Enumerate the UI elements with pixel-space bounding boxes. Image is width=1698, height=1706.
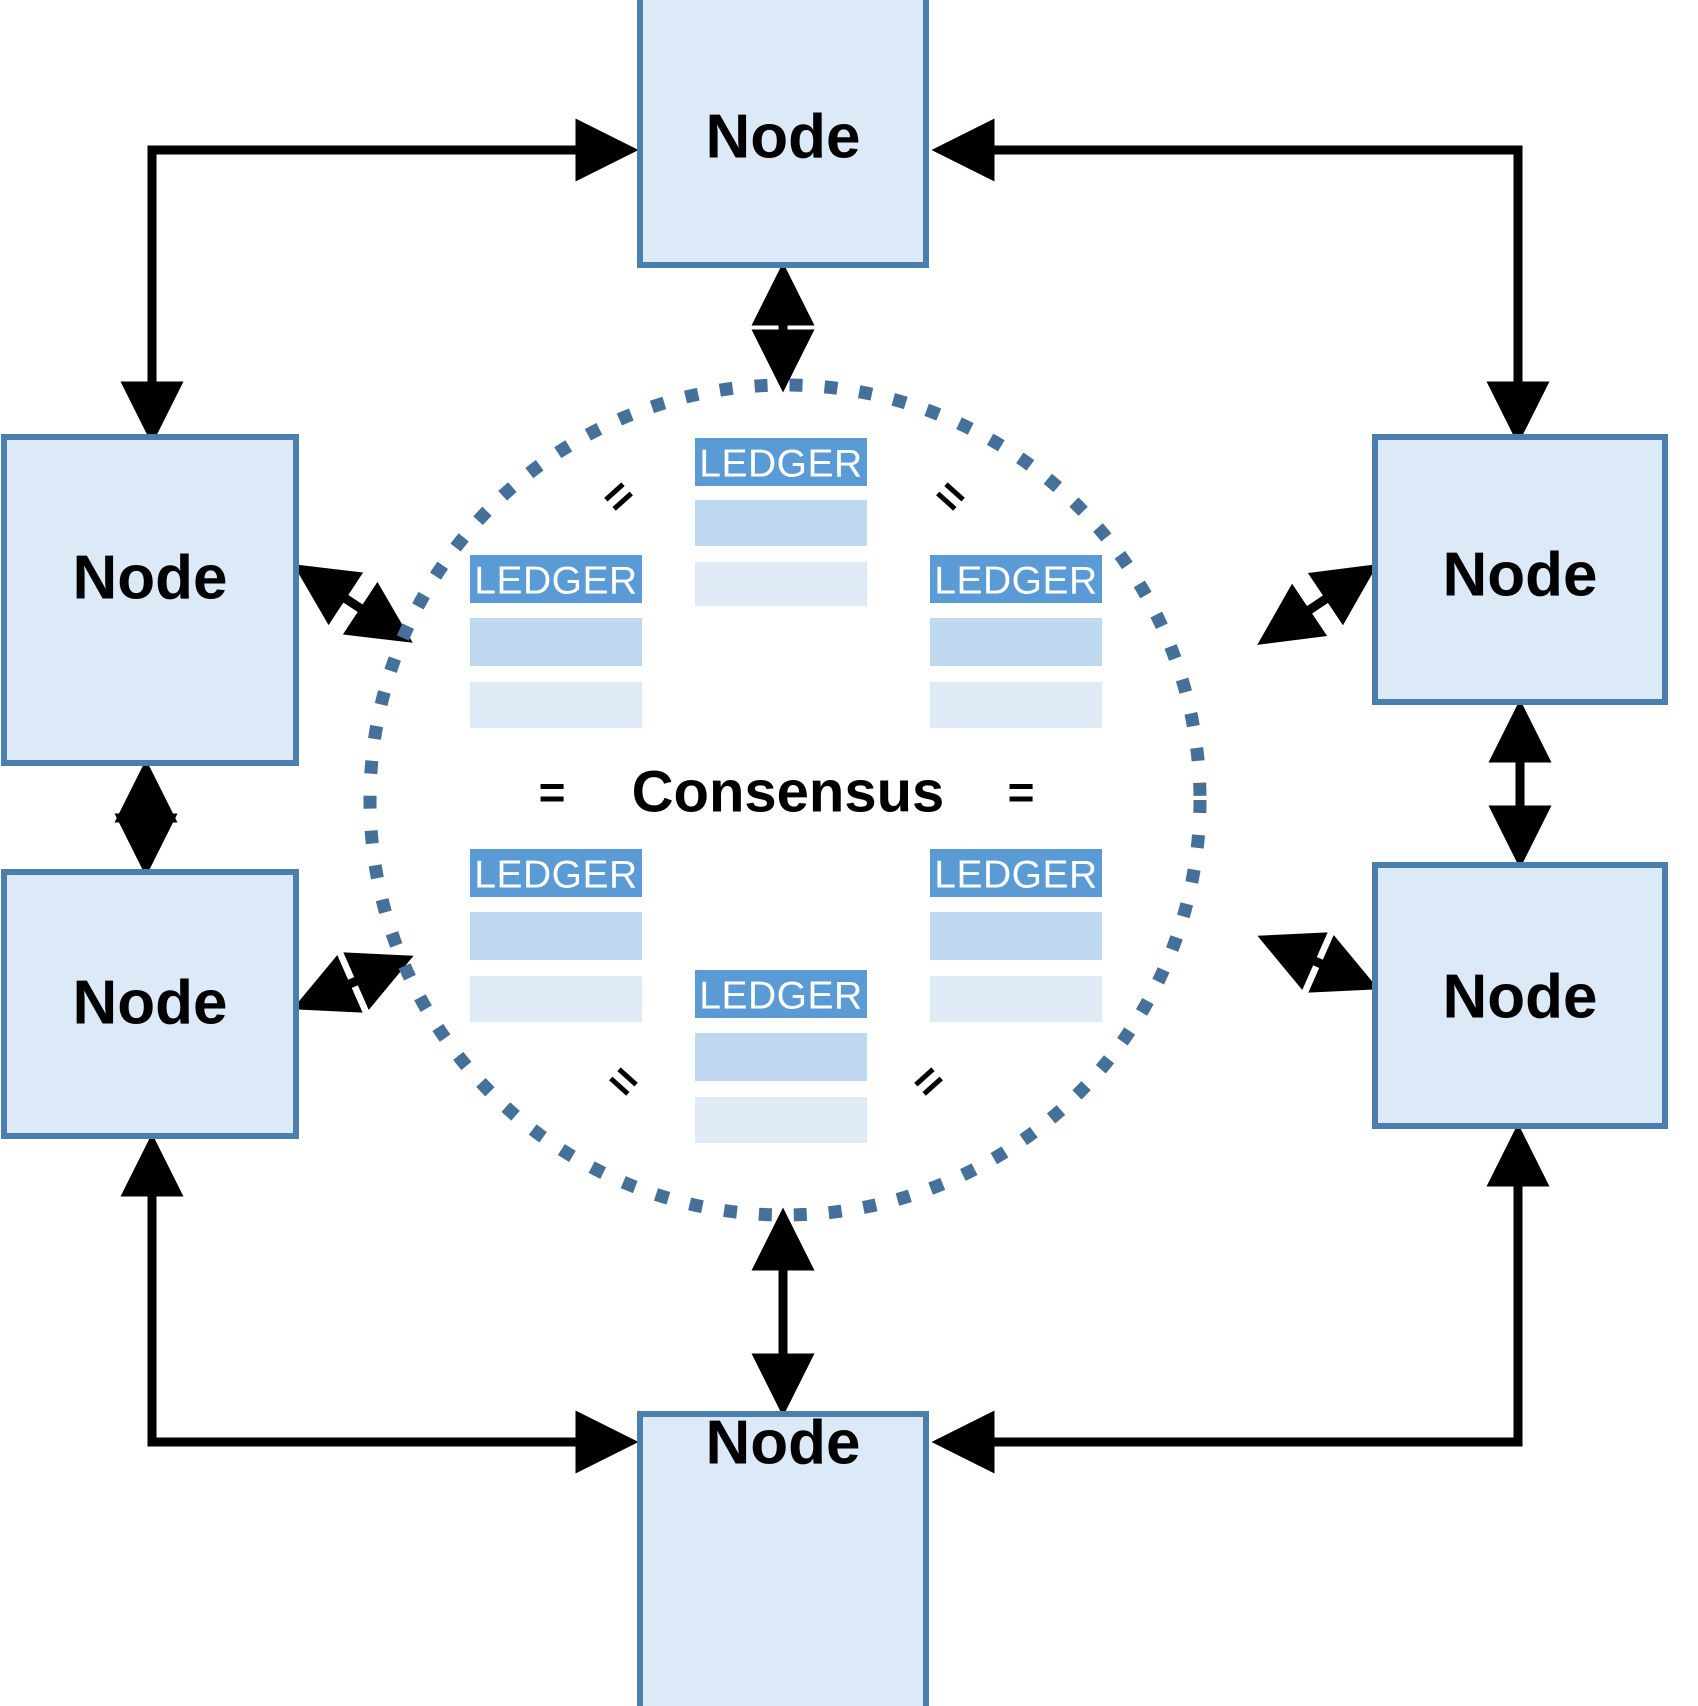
ledger-upper-right: LEDGER — [930, 555, 1102, 728]
ledger-lower-left-row-1 — [470, 912, 642, 960]
arrow-right-elbow-to-bottom-node — [931, 1123, 1550, 1474]
ledger-bottom-label: LEDGER — [699, 975, 862, 1018]
equals-bottom-left-icon: = — [597, 1053, 652, 1110]
ledger-bottom-row-2 — [695, 1097, 867, 1143]
ledger-bottom: LEDGER — [695, 970, 867, 1143]
ledger-upper-left-row-1 — [470, 618, 642, 666]
ledger-lower-left-row-2 — [470, 976, 642, 1022]
ledger-lower-right-label: LEDGER — [934, 854, 1097, 897]
ledger-lower-right-row-2 — [930, 976, 1102, 1022]
node-left-upper[interactable]: Node — [1, 434, 299, 766]
ledger-upper-left: LEDGER — [470, 555, 642, 728]
node-top-label: Node — [706, 103, 861, 172]
node-right-lower[interactable]: Node — [1372, 862, 1668, 1129]
node-left-lower-label: Node — [73, 969, 228, 1038]
arrow-left-elbow-to-top-node — [120, 118, 639, 445]
consensus-boundary — [363, 378, 1207, 1222]
equals-top-right-icon: = — [924, 468, 979, 525]
node-bottom[interactable]: Node — [637, 1409, 929, 1706]
node-right-upper-label: Node — [1443, 541, 1598, 610]
ledger-top-row-1 — [695, 500, 867, 546]
ledger-top-label: LEDGER — [699, 443, 862, 486]
equals-top-left-icon: = — [591, 468, 646, 525]
node-right-upper[interactable]: Node — [1372, 434, 1668, 705]
arrow-left-upper-to-consensus — [293, 564, 413, 643]
equals-bottom-right-icon: = — [901, 1053, 956, 1110]
ledger-upper-right-label: LEDGER — [934, 560, 1097, 603]
ledger-upper-left-row-2 — [470, 682, 642, 728]
ledger-lower-right-row-1 — [930, 912, 1102, 960]
node-left-upper-label: Node — [73, 544, 228, 613]
ledger-bottom-row-1 — [695, 1033, 867, 1081]
ledger-upper-right-row-1 — [930, 618, 1102, 666]
ledger-upper-right-row-2 — [930, 682, 1102, 728]
node-left-lower[interactable]: Node — [1, 869, 299, 1139]
ledger-lower-left-label: LEDGER — [474, 854, 637, 897]
arrow-left-lower-to-consensus — [292, 952, 414, 1013]
arrow-right-lower-to-consensus — [1257, 932, 1379, 993]
ledger-lower-right: LEDGER — [930, 849, 1102, 1022]
consensus-label: Consensus — [632, 760, 945, 825]
node-right-lower-label: Node — [1443, 963, 1598, 1032]
equals-mid-left-icon: = — [539, 766, 566, 818]
ledger-upper-left-label: LEDGER — [474, 560, 637, 603]
arrow-left-elbow-to-bottom-node — [120, 1133, 639, 1474]
arrow-right-upper-to-consensus — [1257, 564, 1378, 645]
ledger-top: LEDGER — [695, 438, 867, 606]
node-top[interactable]: Node — [637, 0, 929, 268]
equals-mid-right-icon: = — [1008, 766, 1035, 818]
ledger-top-row-2 — [695, 562, 867, 606]
ledger-lower-left: LEDGER — [470, 849, 642, 1022]
node-bottom-label: Node — [706, 1409, 861, 1478]
arrow-right-elbow-to-top-node — [931, 118, 1550, 445]
